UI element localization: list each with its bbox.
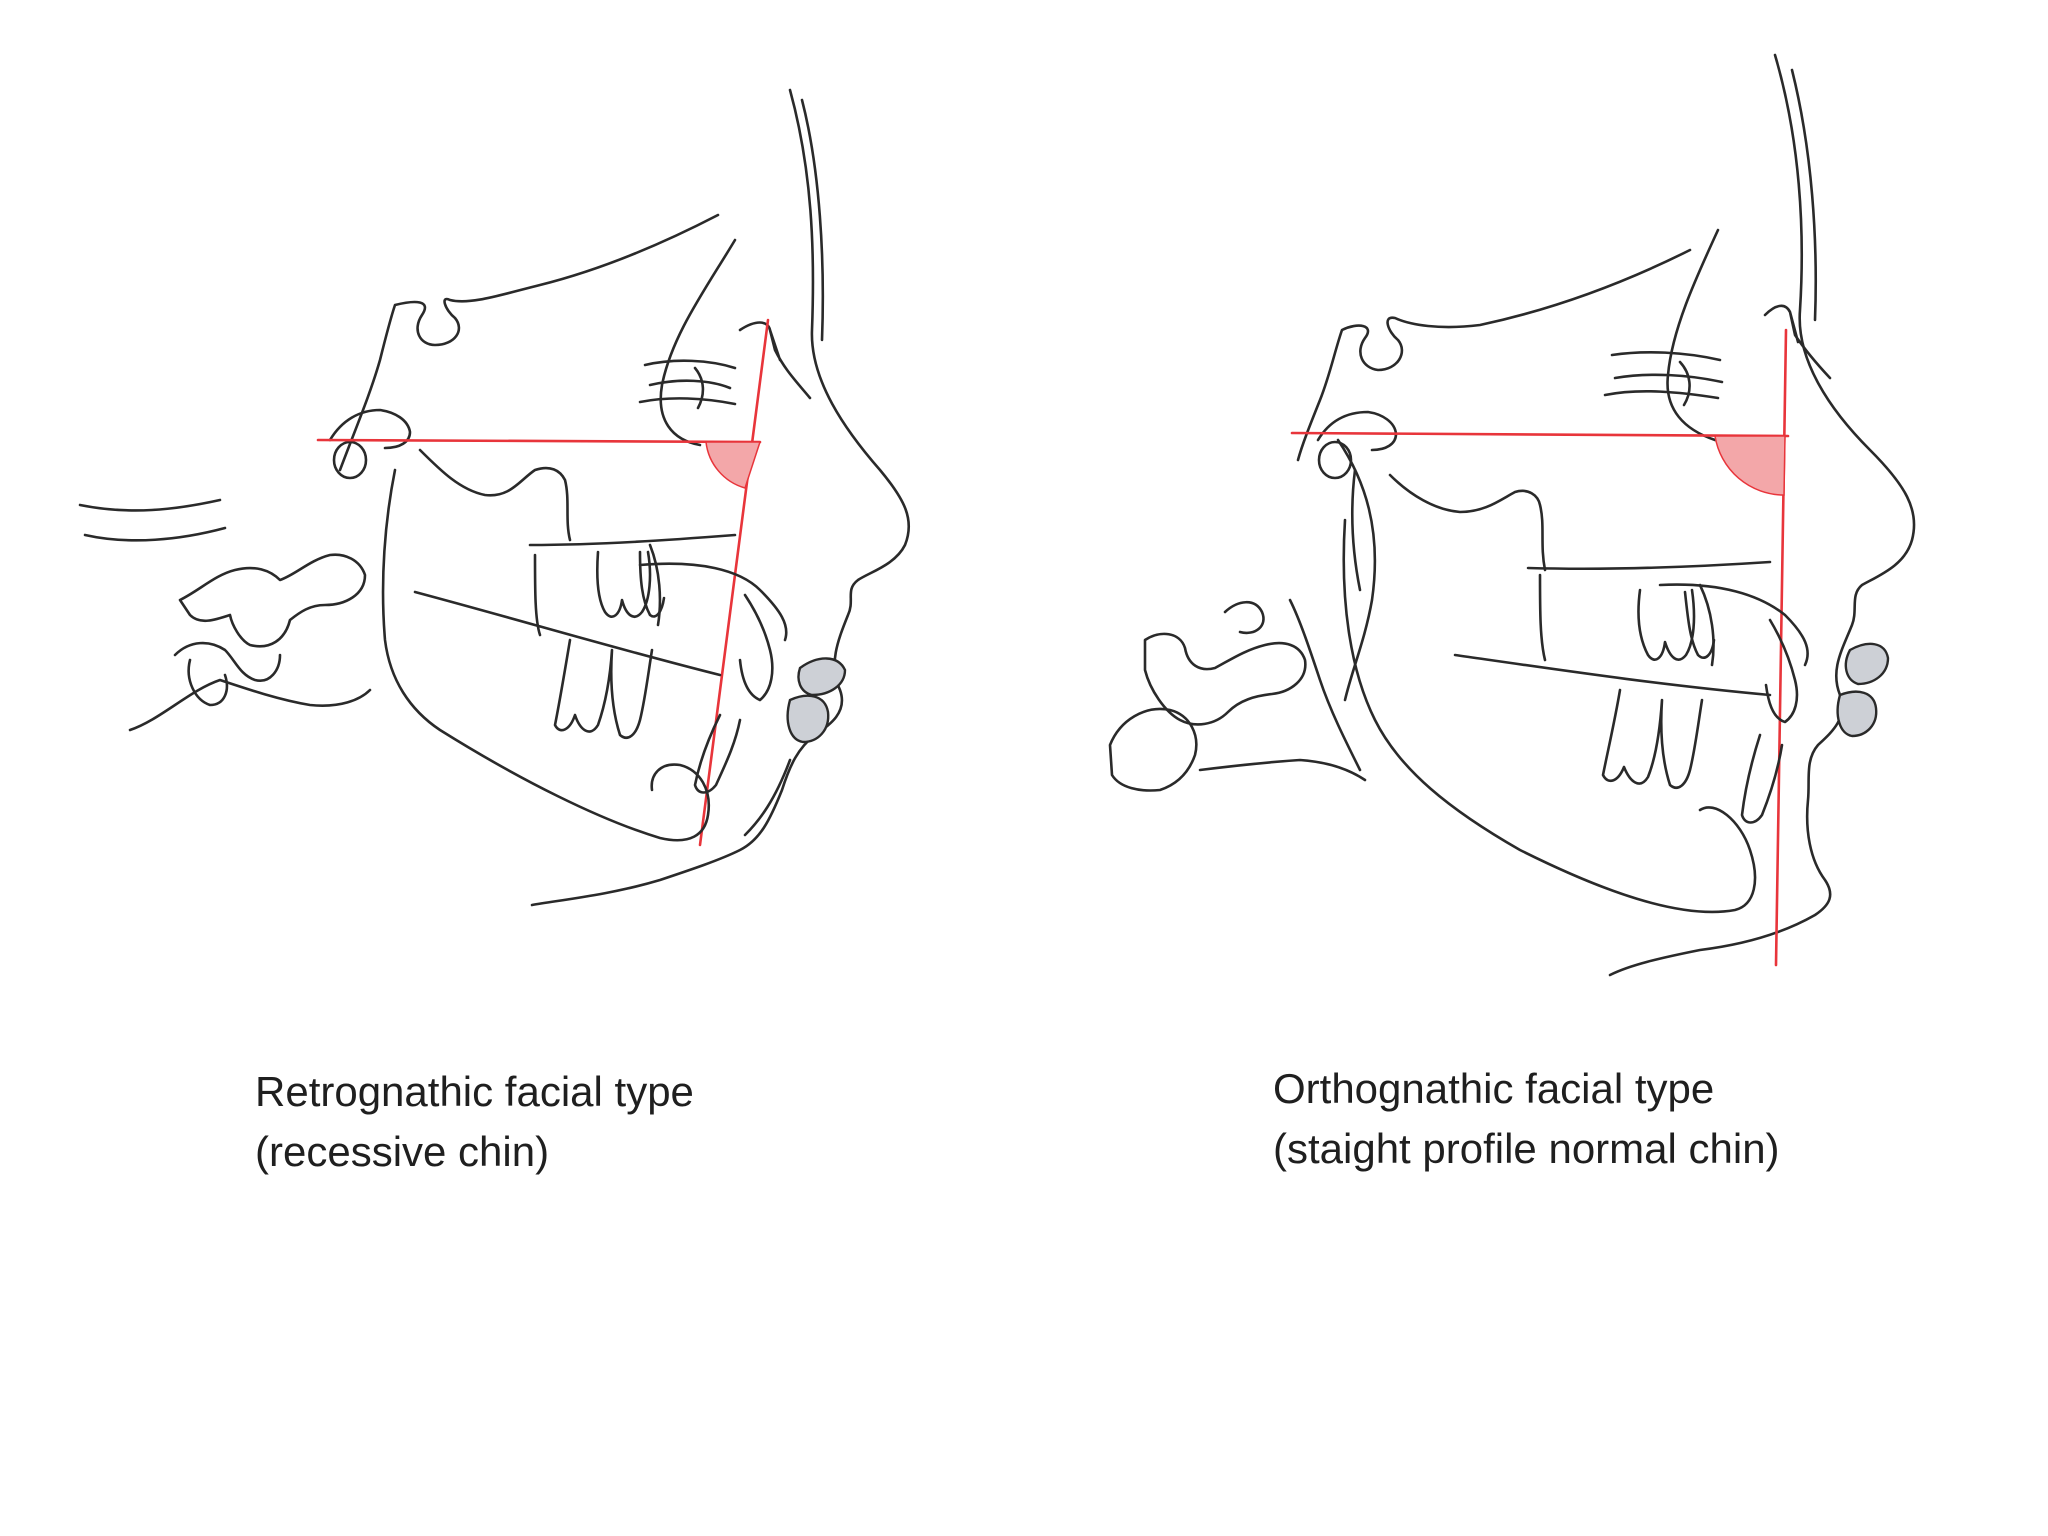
ramus-notch [418, 448, 572, 542]
soft-tissue-profile [1608, 53, 1916, 977]
lower-incisor [1740, 733, 1784, 824]
vertebra-lower [173, 641, 282, 682]
cervical-vertebrae [1143, 632, 1307, 726]
molar-crown-outline [1538, 573, 1715, 667]
facial-line [698, 318, 770, 847]
caption-retrognathic-title: Retrognathic facial type [255, 1068, 694, 1115]
caption-orthognathic-subtitle: (staight profile normal chin) [1273, 1125, 1780, 1172]
maxillary-plane [1526, 560, 1772, 571]
ear-rod [328, 408, 412, 450]
upper-lip [1844, 642, 1890, 686]
frankfort-horizontal [1290, 431, 1790, 438]
caption-retrognathic-subtitle: (recessive chin) [255, 1128, 550, 1175]
nasion-wedge [738, 321, 812, 400]
facial-angle [705, 441, 762, 489]
caption-orthognathic-title: Orthognathic facial type [1273, 1065, 1715, 1112]
facial-angle [1714, 435, 1786, 496]
vertebra-lower [1108, 707, 1198, 792]
lower-molar [1601, 688, 1704, 790]
odontoid [1288, 598, 1362, 772]
lower-incisor [693, 713, 742, 794]
occlusal-plane [413, 590, 722, 677]
nasal-bone [1666, 228, 1720, 442]
vertebra-arch [1223, 600, 1265, 635]
mandible [1342, 518, 1757, 914]
soft-tissue-chin-inner [743, 758, 792, 837]
upper-incisor [738, 593, 774, 702]
cervical-vertebrae [78, 498, 367, 648]
ear-hook [1336, 438, 1377, 702]
soft-tissue-inner [1790, 68, 1818, 322]
lower-lip [786, 694, 830, 744]
upper-incisor [1764, 618, 1799, 724]
ear-rod [1316, 410, 1398, 452]
maxillary-plane [528, 533, 737, 547]
lower-lip [1836, 690, 1878, 738]
ramus-back [1350, 468, 1362, 592]
orbit-arc [693, 366, 705, 410]
molar-crown-outline [533, 543, 662, 637]
palate-curve [638, 562, 788, 642]
skull-posterior [1198, 758, 1367, 782]
ramus-notch [1388, 473, 1547, 572]
vertebra-body [187, 658, 229, 707]
nasal-bone [659, 238, 737, 447]
caption-retrognathic: Retrognathic facial type (recessive chin… [255, 1062, 694, 1182]
upper-molar [1637, 588, 1716, 661]
cranial-base [1296, 248, 1692, 462]
frankfort-horizontal [316, 438, 762, 444]
orbit-arc [1678, 360, 1691, 407]
porion-ring [332, 440, 368, 480]
skull-posterior [128, 678, 372, 732]
soft-tissue-inner [800, 98, 825, 342]
orbit [638, 359, 737, 406]
occlusal-plane [1453, 653, 1772, 697]
retrognathic-tracing [78, 88, 911, 907]
orthognathic-tracing [1108, 53, 1916, 977]
upper-molar [595, 550, 666, 618]
nasion-wedge [1763, 304, 1832, 380]
cranial-base [338, 213, 720, 472]
porion-ring [1317, 440, 1353, 480]
soft-tissue-profile [530, 88, 911, 907]
orbit [1603, 350, 1724, 400]
upper-lip [797, 657, 847, 697]
mandible [381, 468, 711, 842]
caption-orthognathic: Orthognathic facial type (staight profil… [1273, 1059, 1780, 1179]
lower-molar [553, 638, 654, 740]
